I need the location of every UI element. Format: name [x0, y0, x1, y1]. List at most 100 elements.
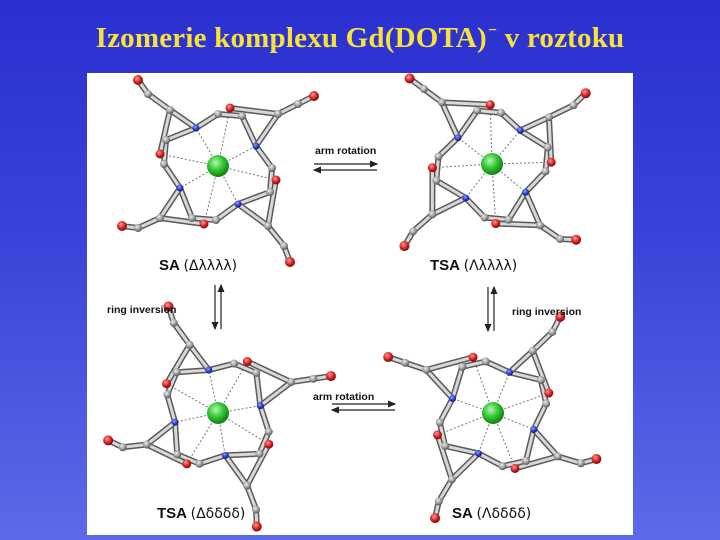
carbon-atom [528, 346, 537, 355]
isomer-name: SA [452, 505, 473, 522]
carbon-atom [497, 108, 506, 117]
bond-highlight [538, 223, 562, 241]
bond-highlight [158, 186, 182, 220]
oxygen-atom [264, 439, 274, 449]
bond-highlight [258, 380, 293, 408]
bond-highlight [240, 114, 258, 148]
bond-highlight [451, 365, 464, 400]
bond-highlight [254, 144, 274, 170]
gadolinium-atom [207, 155, 229, 177]
gadolinium-atom [482, 402, 504, 424]
oxygen-atom [546, 157, 556, 167]
coordination-bond [217, 145, 257, 167]
isomer-name: TSA [157, 505, 187, 522]
oxygen-atom [430, 513, 441, 524]
bond-highlight [507, 370, 543, 382]
isomer-label-top-right: TSA (Λλλλλ) [430, 257, 517, 274]
bond-highlight [173, 420, 179, 456]
bond-highlight [438, 396, 455, 424]
title-charge: − [487, 22, 498, 39]
bond-highlight [168, 108, 198, 130]
oxygen-atom [571, 234, 582, 245]
nitrogen-atom [505, 368, 513, 376]
bond-highlight [268, 166, 274, 194]
carbon-atom [536, 221, 545, 230]
bond-highlight [223, 453, 249, 488]
bond-highlight [194, 112, 220, 130]
carbon-atom [498, 462, 507, 471]
isomer-config: (Δλλλλ) [183, 258, 238, 274]
isomer-label-bottom-right: SA (Λδδδδ) [452, 505, 531, 522]
carbon-atom [172, 368, 181, 377]
carbon-atom [169, 318, 178, 327]
bond-highlight [518, 115, 551, 132]
bond-highlight [228, 106, 280, 116]
coordination-bond [491, 163, 526, 193]
bond-highlight [500, 459, 528, 468]
figure-canvas [103, 73, 602, 532]
bond-highlight [245, 442, 271, 488]
oxygen-atom [404, 73, 415, 84]
nitrogen-atom [256, 402, 264, 410]
nitrogen-atom [221, 451, 229, 459]
bond-highlight [172, 321, 192, 347]
bond-highlight [434, 179, 468, 200]
carbon-atom [556, 234, 565, 243]
oxygen-atom [555, 311, 566, 322]
oxygen-atom [491, 219, 501, 229]
bond-highlight [440, 100, 492, 107]
ring-inversion-label-right: ring inversion [512, 306, 582, 318]
oxygen-atom [383, 352, 394, 363]
carbon-atom [252, 505, 261, 514]
bond-highlight [532, 402, 548, 431]
title-suffix: v roztoku [504, 22, 625, 54]
bond-highlight [436, 136, 460, 159]
bond-highlight [258, 404, 271, 434]
nitrogen-atom [530, 425, 538, 433]
bond-highlight [436, 433, 454, 481]
bond-highlight [539, 378, 548, 406]
carbon-atom [576, 459, 585, 468]
oxygen-atom [433, 430, 443, 440]
bond-highlight [197, 453, 227, 466]
nitrogen-atom [234, 200, 242, 208]
nitrogen-atom [516, 126, 524, 134]
carbon-atom [536, 376, 545, 385]
arm-rotation-label-top: arm rotation [315, 145, 377, 157]
carbon-atom [422, 365, 431, 374]
carbon-atom [264, 427, 273, 436]
bond-highlight [531, 349, 551, 395]
carbon-atom [214, 110, 222, 118]
molecule-structures [103, 73, 602, 532]
bond-highlight [411, 212, 434, 233]
bond-highlight [164, 126, 198, 142]
carbon-atom [541, 167, 550, 176]
bond-highlight [158, 108, 172, 156]
carbon-atom [409, 227, 418, 236]
bond-highlight [532, 427, 560, 458]
oxygen-atom [155, 149, 165, 159]
carbon-atom [134, 224, 142, 232]
oxygen-atom [117, 221, 127, 231]
carbon-atom [294, 100, 302, 108]
bond-highlight [494, 222, 542, 227]
coordination-bond [217, 405, 261, 414]
bond-highlight [438, 420, 447, 448]
carbon-atom [287, 378, 296, 387]
gadolinium-atom [207, 402, 229, 424]
oxygen-atom [162, 379, 172, 389]
carbon-atom [544, 113, 553, 122]
carbon-atom [173, 450, 182, 459]
bond-highlight [145, 420, 177, 447]
bond-highlight [475, 109, 503, 115]
bond-highlight [424, 368, 455, 400]
arm-rotation-label-bottom: arm rotation [313, 391, 375, 403]
carbon-atom [569, 101, 578, 110]
bond-highlight [464, 196, 487, 220]
oxygen-atom [485, 100, 495, 110]
carbon-atom [144, 90, 152, 98]
isomer-label-bottom-left: TSA (Δδδδδ) [157, 505, 245, 522]
bond-highlight [456, 109, 479, 140]
bond-highlight [145, 443, 189, 466]
bond-highlight [216, 112, 244, 118]
